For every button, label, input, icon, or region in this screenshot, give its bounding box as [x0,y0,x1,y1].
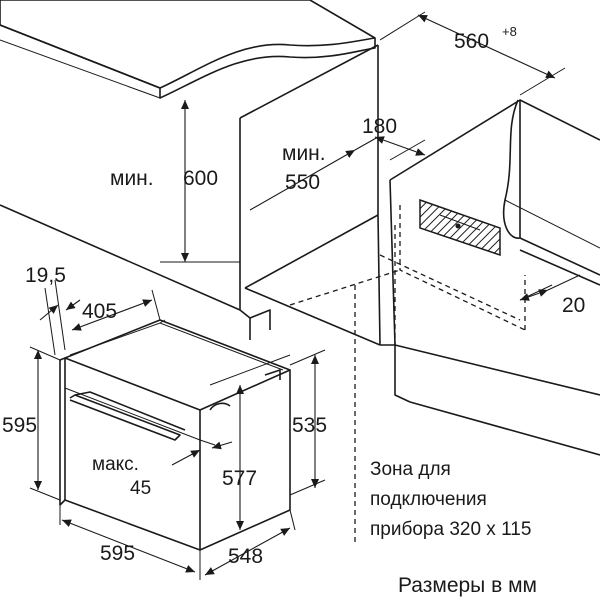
oven [59,319,291,551]
rear-gap-label: 20 [562,294,585,317]
connection-zone-line1: Зона для [370,459,451,480]
dimension-labels: 560 +8 мин. 600 мин. 550 180 20 19,5 405… [2,24,585,568]
min-depth-value: 550 [285,171,320,194]
door-depth-label: 405 [82,300,117,323]
body-height-label: 577 [222,467,257,490]
dimension-lines [29,11,581,580]
countertop [0,0,376,99]
max-value-label: 45 [130,478,151,499]
niche-width-tolerance-label: +8 [502,24,517,39]
min-height-value: 600 [183,167,218,190]
side-height-label: 535 [292,414,327,437]
body-depth-label: 548 [228,545,263,568]
vent-gap-label: 180 [362,115,397,138]
cabinet-niche [0,44,600,456]
front-height-label: 595 [2,414,37,437]
panel-offset-label: 19,5 [25,264,66,287]
min-depth-prefix: мин. [282,142,326,165]
connection-zone-line3: прибора 320 x 115 [370,519,531,540]
min-height-prefix: мин. [110,167,154,190]
hidden-lines [289,205,526,545]
connection-zone-hatch [419,198,501,257]
units-note: Размеры в мм [398,574,537,597]
max-prefix-label: макс. [92,454,139,475]
connection-zone-line2: подключения [370,489,487,510]
connection-zone-text: Зона для подключения прибора 320 x 115 [370,459,531,540]
niche-width-label: 560 [454,30,489,53]
front-width-label: 595 [100,542,135,565]
